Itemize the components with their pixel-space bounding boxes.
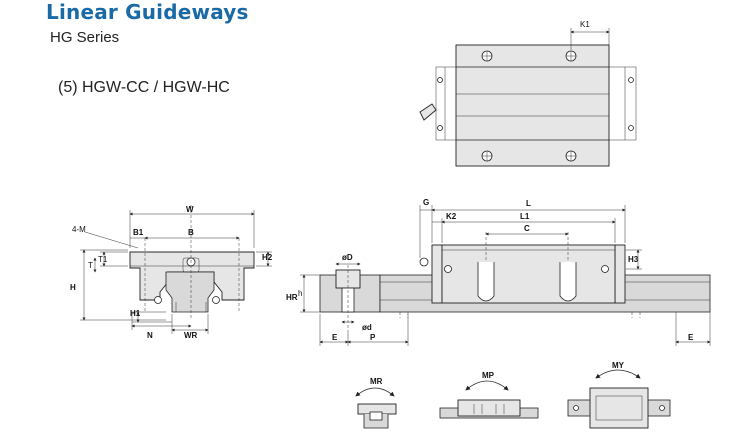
dim-h: H — [70, 283, 76, 292]
dim-h2: H2 — [262, 253, 273, 262]
dim-h-small: h — [298, 289, 302, 298]
dim-hr: HR — [286, 293, 298, 302]
grease-nipple — [419, 103, 437, 121]
model-name: (5) HGW-CC / HGW-HC — [58, 79, 230, 96]
dim-b: B — [188, 228, 194, 237]
dim-g: G — [423, 198, 429, 207]
dim-b1: B1 — [133, 228, 144, 237]
moment-mr-diagram — [355, 387, 397, 429]
label-mr: MR — [370, 377, 383, 386]
dim-p: P — [370, 333, 376, 342]
dim-k2: K2 — [446, 212, 457, 221]
dim-od: øD — [342, 253, 353, 262]
top-view — [419, 28, 637, 167]
rail-profile — [165, 271, 215, 313]
dim-h3: H3 — [628, 255, 639, 264]
dim-l: L — [526, 199, 531, 208]
dim-od-small: ød — [362, 323, 372, 332]
dim-l1: L1 — [520, 212, 530, 221]
dim-h1: H1 — [130, 309, 141, 318]
dim-4m: 4-M — [72, 225, 86, 234]
dim-e-right: E — [688, 333, 694, 342]
label-mp: MP — [482, 371, 495, 380]
moment-mp-diagram — [439, 380, 539, 419]
dim-w: W — [186, 205, 194, 214]
page-title: Linear Guideways — [46, 0, 249, 24]
dim-wr: WR — [184, 331, 198, 340]
label-my: MY — [612, 361, 625, 370]
dim-c: C — [524, 224, 530, 233]
dim-t1: T1 — [98, 255, 108, 264]
dim-n: N — [147, 331, 153, 340]
moment-my-diagram — [567, 369, 671, 429]
dim-k1: K1 — [580, 20, 590, 29]
grease-nipple-side — [419, 257, 429, 267]
rail-section — [300, 262, 409, 346]
series-name: HG Series — [50, 29, 120, 46]
side-view — [379, 205, 711, 346]
dim-t: T — [88, 261, 93, 270]
dim-e-left: E — [332, 333, 338, 342]
front-view — [80, 205, 272, 334]
